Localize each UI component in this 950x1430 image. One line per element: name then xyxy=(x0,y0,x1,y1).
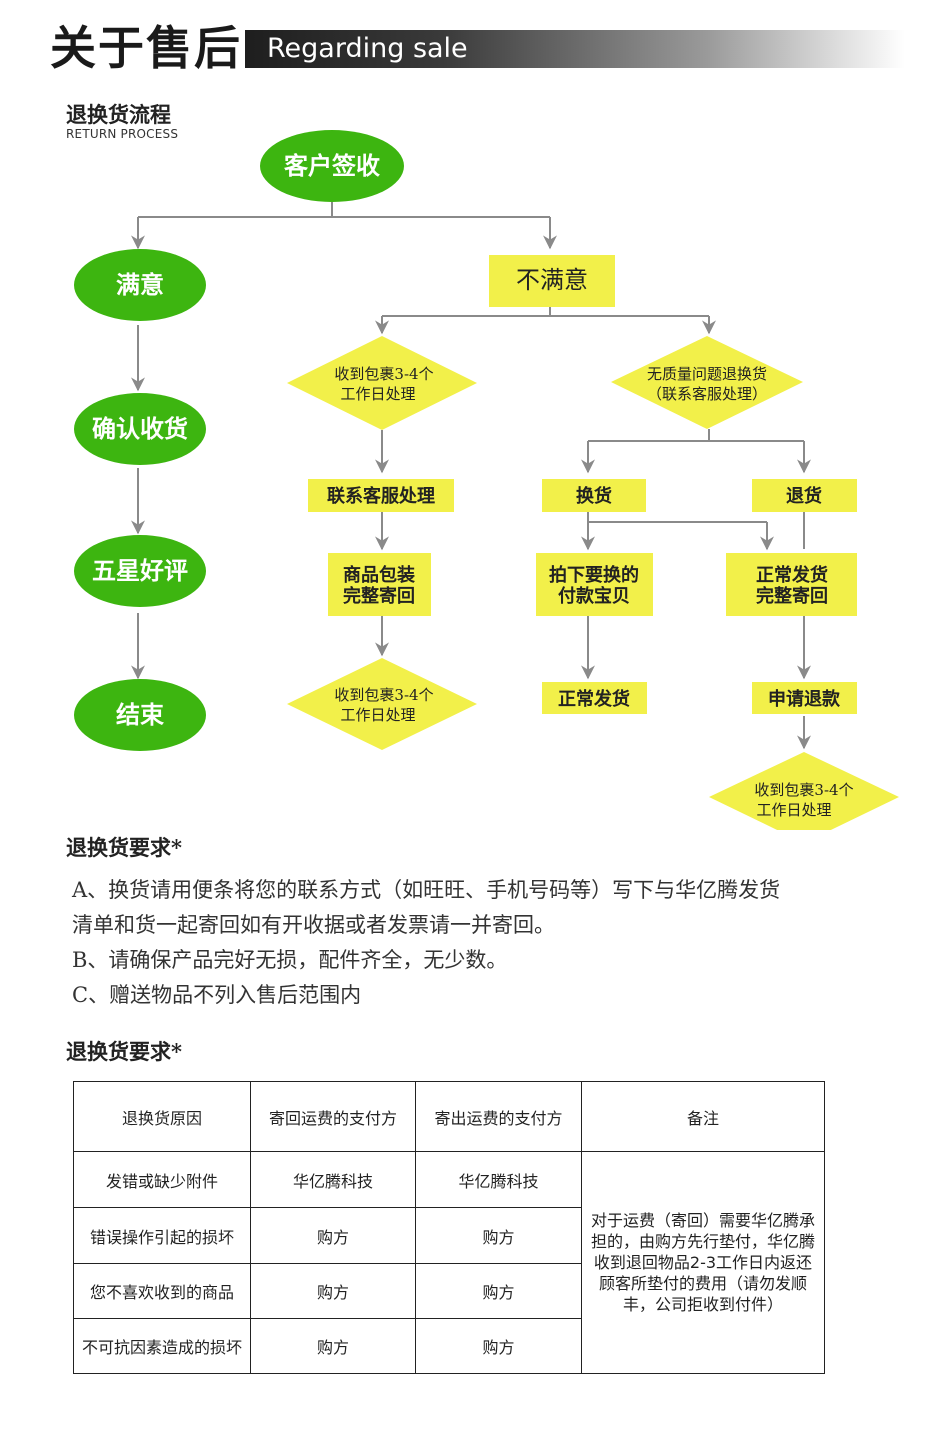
svg-text:确认收货: 确认收货 xyxy=(92,414,188,443)
requirements-title: 退换货要求* xyxy=(66,835,182,860)
note-line: 顾客所垫付的费用（请勿发顺 xyxy=(598,1274,807,1293)
node-confirm-receipt: 确认收货 xyxy=(74,393,206,465)
svg-text:工作日处理: 工作日处理 xyxy=(756,801,831,819)
title-band-text: Regarding sale xyxy=(267,33,468,64)
svg-text:收到包裹3-4个: 收到包裹3-4个 xyxy=(754,781,853,799)
svg-text:正常发货: 正常发货 xyxy=(756,564,828,586)
node-receive-process-1: 收到包裹3-4个 工作日处理 xyxy=(287,336,477,430)
node-no-quality-issue: 无质量问题退换货 （联系客服处理） xyxy=(611,336,803,429)
svg-text:拍下要换的: 拍下要换的 xyxy=(549,564,639,586)
cell-reason: 不可抗因素造成的损坏 xyxy=(73,1318,251,1374)
process-subtitle: RETURN PROCESS xyxy=(66,127,179,141)
svg-text:正常发货: 正常发货 xyxy=(558,688,630,710)
note-line: 担的，由购方先行垫付，华亿腾 xyxy=(590,1232,815,1251)
node-exchange: 换货 xyxy=(542,479,646,512)
node-apply-refund: 申请退款 xyxy=(752,682,857,714)
page-title: 关于售后 xyxy=(50,21,242,75)
header-reason: 退换货原因 xyxy=(73,1081,251,1152)
table-row: 您不喜欢收到的商品 购方 购方 xyxy=(73,1263,825,1319)
svg-text:无质量问题退换货: 无质量问题退换货 xyxy=(647,365,767,383)
svg-text:申请退款: 申请退款 xyxy=(768,688,841,710)
requirement-line-c: C、赠送物品不列入售后范围内 xyxy=(72,983,362,1007)
node-receive-process-3: 收到包裹3-4个 工作日处理 xyxy=(709,752,899,830)
cell-return-fee: 购方 xyxy=(250,1318,416,1374)
cell-reason: 错误操作引起的损坏 xyxy=(73,1207,251,1264)
return-flowchart: 客户签收 满意 确认收货 五星好评 结束 不满意 联系客服处理 商品包装 完整寄… xyxy=(74,130,899,830)
cell-return-fee: 华亿腾科技 xyxy=(250,1151,416,1208)
table-title: 退换货要求* xyxy=(66,1039,182,1064)
cell-reason: 发错或缺少附件 xyxy=(73,1151,251,1208)
svg-text:收到包裹3-4个: 收到包裹3-4个 xyxy=(334,365,433,383)
table-row: 不可抗因素造成的损坏 购方 购方 xyxy=(73,1318,825,1374)
svg-text:收到包裹3-4个: 收到包裹3-4个 xyxy=(334,686,433,704)
cell-send-fee: 购方 xyxy=(415,1318,582,1374)
flow-connectors xyxy=(131,202,811,750)
cell-note: 对于运费（寄回）需要华亿腾承 担的，由购方先行垫付，华亿腾 收到退回物品2-3工… xyxy=(581,1151,825,1374)
return-fee-table: 退换货原因 寄回运费的支付方 寄出运费的支付方 备注 发错或缺少附件 华亿腾科技… xyxy=(73,1081,825,1374)
cell-return-fee: 购方 xyxy=(250,1263,416,1319)
svg-text:不满意: 不满意 xyxy=(516,266,588,294)
note-line: 对于运费（寄回）需要华亿腾承 xyxy=(590,1211,815,1230)
requirement-line-a2: 清单和货一起寄回如有开收据或者发票请一并寄回。 xyxy=(72,913,555,937)
process-title: 退换货流程 xyxy=(66,102,171,127)
svg-text:商品包装: 商品包装 xyxy=(343,564,415,586)
header-note: 备注 xyxy=(581,1081,825,1152)
node-normal-ship: 正常发货 xyxy=(542,682,647,714)
note-line: 收到退回物品2-3工作日内返还 xyxy=(593,1253,813,1272)
cell-send-fee: 华亿腾科技 xyxy=(415,1151,582,1208)
table-row: 发错或缺少附件 华亿腾科技 华亿腾科技 对于运费（寄回）需要华亿腾承 担的，由购… xyxy=(73,1151,825,1374)
cell-send-fee: 购方 xyxy=(415,1263,582,1319)
svg-text:换货: 换货 xyxy=(576,485,612,507)
node-receive-process-2: 收到包裹3-4个 工作日处理 xyxy=(287,658,477,750)
svg-text:完整寄回: 完整寄回 xyxy=(756,585,828,607)
node-refund: 退货 xyxy=(752,479,857,512)
note-line: 丰，公司拒收到付件） xyxy=(622,1295,783,1314)
node-customer-sign: 客户签收 xyxy=(260,130,404,202)
svg-text:（联系客服处理）: （联系客服处理） xyxy=(647,385,767,403)
node-satisfied: 满意 xyxy=(74,249,206,321)
header-send-fee: 寄出运费的支付方 xyxy=(415,1081,582,1152)
node-normal-return: 正常发货 完整寄回 xyxy=(726,553,857,616)
table-header-row: 退换货原因 寄回运费的支付方 寄出运费的支付方 备注 xyxy=(73,1081,825,1152)
requirement-line-a1: A、换货请用便条将您的联系方式（如旺旺、手机号码等）写下与华亿腾发货 xyxy=(72,878,781,902)
node-unsatisfied: 不满意 xyxy=(489,255,615,307)
cell-return-fee: 购方 xyxy=(250,1207,416,1264)
header-return-fee: 寄回运费的支付方 xyxy=(250,1081,416,1152)
svg-text:工作日处理: 工作日处理 xyxy=(340,706,415,724)
node-pack-return: 商品包装 完整寄回 xyxy=(328,553,431,616)
node-end: 结束 xyxy=(74,679,206,751)
svg-text:客户签收: 客户签收 xyxy=(284,151,380,180)
cell-reason: 您不喜欢收到的商品 xyxy=(73,1263,251,1319)
table-row: 错误操作引起的损坏 购方 购方 xyxy=(73,1207,825,1264)
svg-text:联系客服处理: 联系客服处理 xyxy=(327,485,435,507)
svg-text:结束: 结束 xyxy=(116,700,165,729)
svg-text:满意: 满意 xyxy=(116,270,164,299)
node-five-star: 五星好评 xyxy=(74,535,206,607)
svg-text:五星好评: 五星好评 xyxy=(92,556,188,585)
node-contact-cs: 联系客服处理 xyxy=(308,479,454,512)
svg-text:完整寄回: 完整寄回 xyxy=(343,585,415,607)
svg-text:工作日处理: 工作日处理 xyxy=(340,385,415,403)
title-band: Regarding sale xyxy=(245,30,905,68)
cell-send-fee: 购方 xyxy=(415,1207,582,1264)
requirement-line-b: B、请确保产品完好无损，配件齐全，无少数。 xyxy=(72,948,508,972)
node-pay-item: 拍下要换的 付款宝贝 xyxy=(536,553,653,616)
svg-text:付款宝贝: 付款宝贝 xyxy=(558,585,630,607)
svg-text:退货: 退货 xyxy=(786,485,822,507)
